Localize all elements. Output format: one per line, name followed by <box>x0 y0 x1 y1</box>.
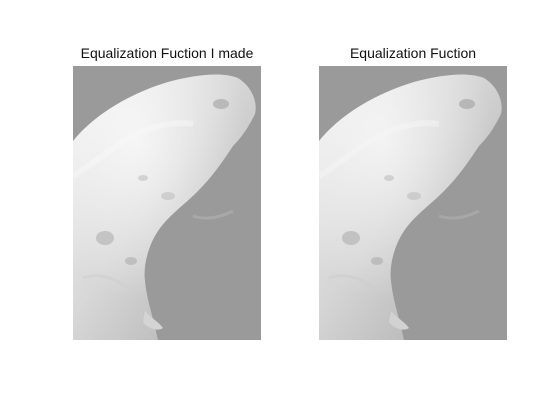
left-image-axes <box>73 66 261 340</box>
right-image-axes <box>319 66 507 340</box>
right-asteroid-image <box>319 66 507 340</box>
left-asteroid-image <box>73 66 261 340</box>
right-panel-title: Equalization Fuction <box>349 45 477 61</box>
left-panel-title: Equalization Fuction I made <box>80 45 254 61</box>
